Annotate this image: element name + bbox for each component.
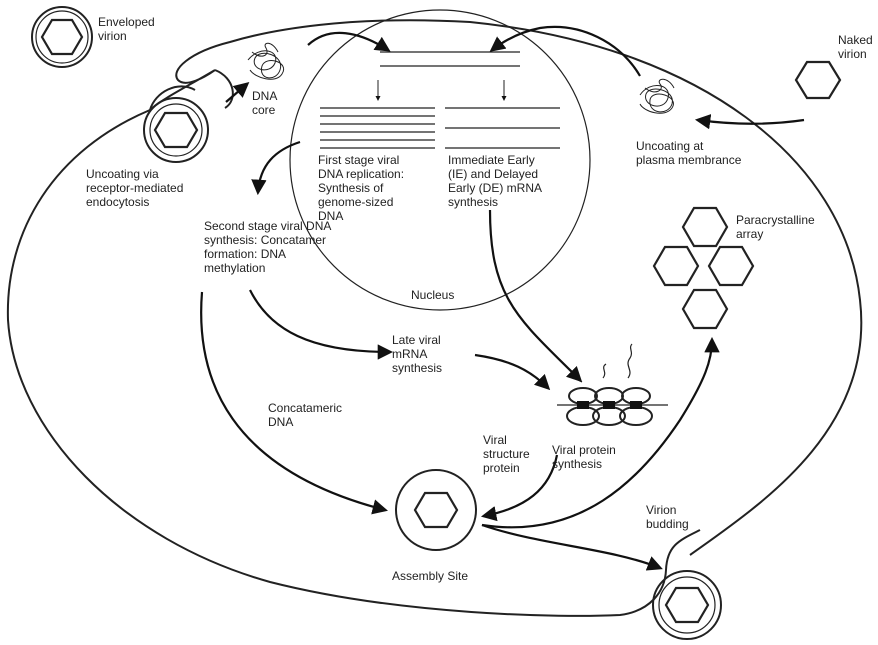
label-first-stage: First stage viral DNA replication: Synth… bbox=[318, 153, 407, 223]
paracrystalline-array bbox=[652, 206, 755, 330]
label-paracrystalline: Paracrystalline array bbox=[736, 213, 818, 241]
label-enveloped-virion: Enveloped virion bbox=[98, 15, 158, 43]
arrow-naked-uncoating bbox=[694, 114, 805, 130]
label-uncoating-receptor: Uncoating via receptor-mediated endocyto… bbox=[86, 167, 187, 209]
arrow-concatameric-dna bbox=[200, 291, 388, 515]
dna-core-left bbox=[247, 42, 285, 80]
label-concatameric: Concatameric DNA bbox=[268, 401, 345, 429]
endocytosed-virion bbox=[143, 97, 209, 163]
arrow-assembly-to-array bbox=[481, 336, 720, 529]
dna-core-right bbox=[639, 78, 675, 114]
label-naked-virion: Naked virion bbox=[838, 33, 876, 61]
replicated-dna-lines bbox=[320, 107, 435, 149]
transcribed-mrna-lines bbox=[445, 107, 560, 149]
polysome bbox=[557, 343, 668, 426]
enveloped-virion bbox=[31, 6, 93, 68]
arrow-dna-core-in bbox=[225, 81, 250, 103]
naked-virion bbox=[794, 60, 842, 100]
label-assembly-site: Assembly Site bbox=[392, 569, 468, 583]
arrow-budding bbox=[481, 523, 663, 571]
arrow-to-late-mrna bbox=[249, 289, 394, 360]
label-immediate-early: Immediate Early (IE) and Delayed Early (… bbox=[448, 153, 545, 209]
assembly-site bbox=[395, 469, 477, 551]
template-dna bbox=[380, 51, 520, 67]
label-viral-structure: Viral structure protein bbox=[483, 433, 533, 475]
arrow-to-second-stage bbox=[251, 140, 301, 196]
label-uncoating-plasma: Uncoating at plasma membrance bbox=[636, 139, 742, 167]
label-dna-core: DNA core bbox=[252, 89, 280, 117]
arrow-ie-to-polysome bbox=[488, 209, 583, 383]
label-nucleus: Nucleus bbox=[411, 288, 454, 302]
arrow-late-to-polysome bbox=[474, 353, 551, 391]
label-late-mrna: Late viral mRNA synthesis bbox=[392, 333, 444, 375]
endocytosis-pit bbox=[149, 69, 234, 111]
arrow-protein-to-assembly bbox=[480, 454, 559, 522]
budded-virion bbox=[652, 570, 722, 640]
arrow-naked-to-nucleus bbox=[489, 25, 641, 77]
arrow-core-to-nucleus bbox=[307, 31, 391, 52]
nucleus-membrane bbox=[289, 9, 591, 311]
label-second-stage: Second stage viral DNA synthesis: Concat… bbox=[204, 219, 334, 275]
label-virion-budding: Virion budding bbox=[646, 503, 689, 531]
label-viral-protein: Viral protein synthesis bbox=[552, 443, 619, 471]
